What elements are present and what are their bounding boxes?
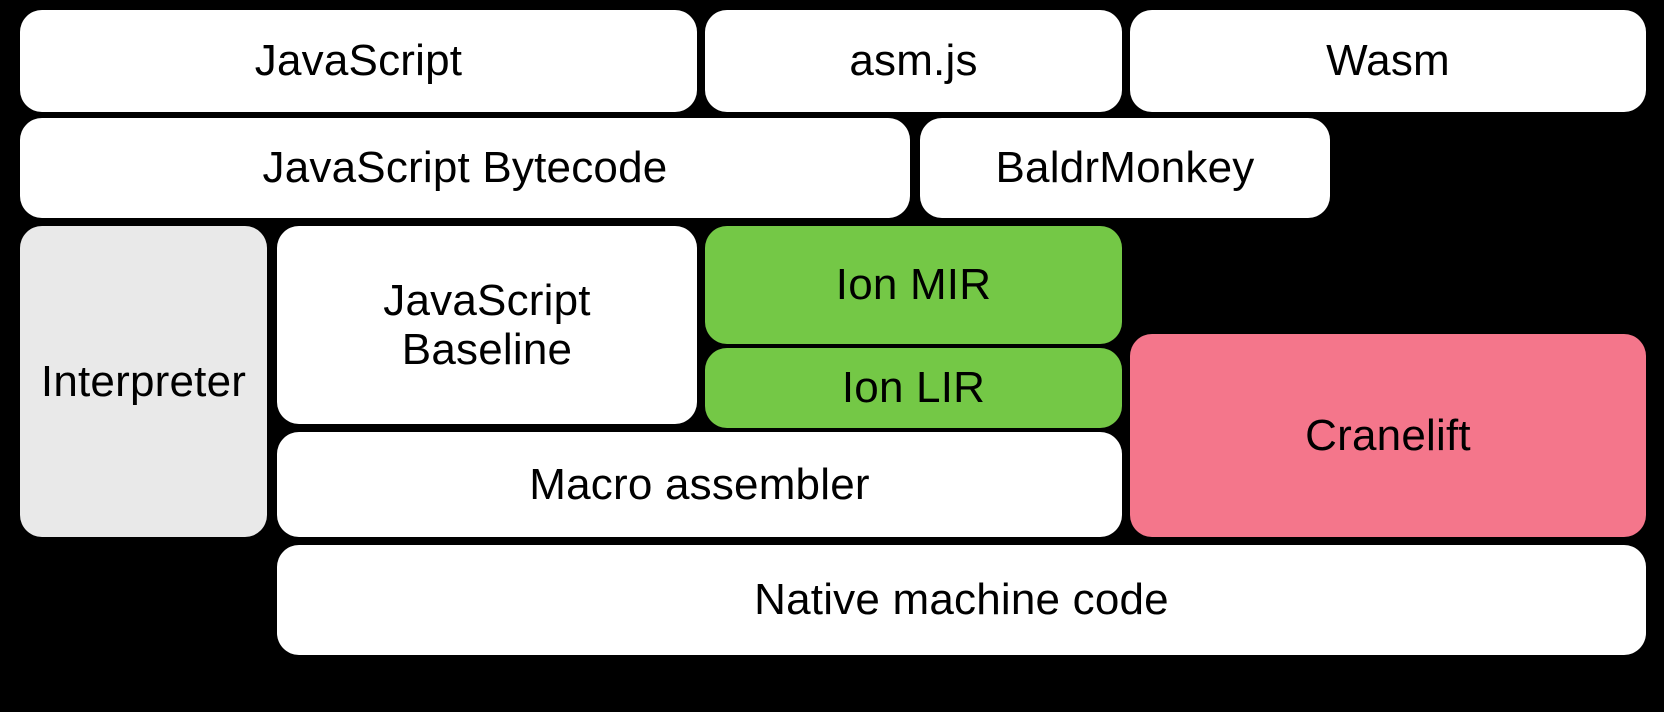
node-ion-lir: Ion LIR [705,348,1122,428]
node-wasm: Wasm [1130,10,1646,112]
node-ion-mir: Ion MIR [705,226,1122,344]
node-native-machine-code: Native machine code [277,545,1646,655]
node-cranelift: Cranelift [1130,334,1646,537]
node-macro-assembler: Macro assembler [277,432,1122,537]
node-interpreter: Interpreter [20,226,267,537]
node-asm-js: asm.js [705,10,1122,112]
node-javascript-baseline: JavaScript Baseline [277,226,697,424]
node-javascript: JavaScript [20,10,697,112]
node-baldrmonkey: BaldrMonkey [920,118,1330,218]
node-javascript-bytecode: JavaScript Bytecode [20,118,910,218]
